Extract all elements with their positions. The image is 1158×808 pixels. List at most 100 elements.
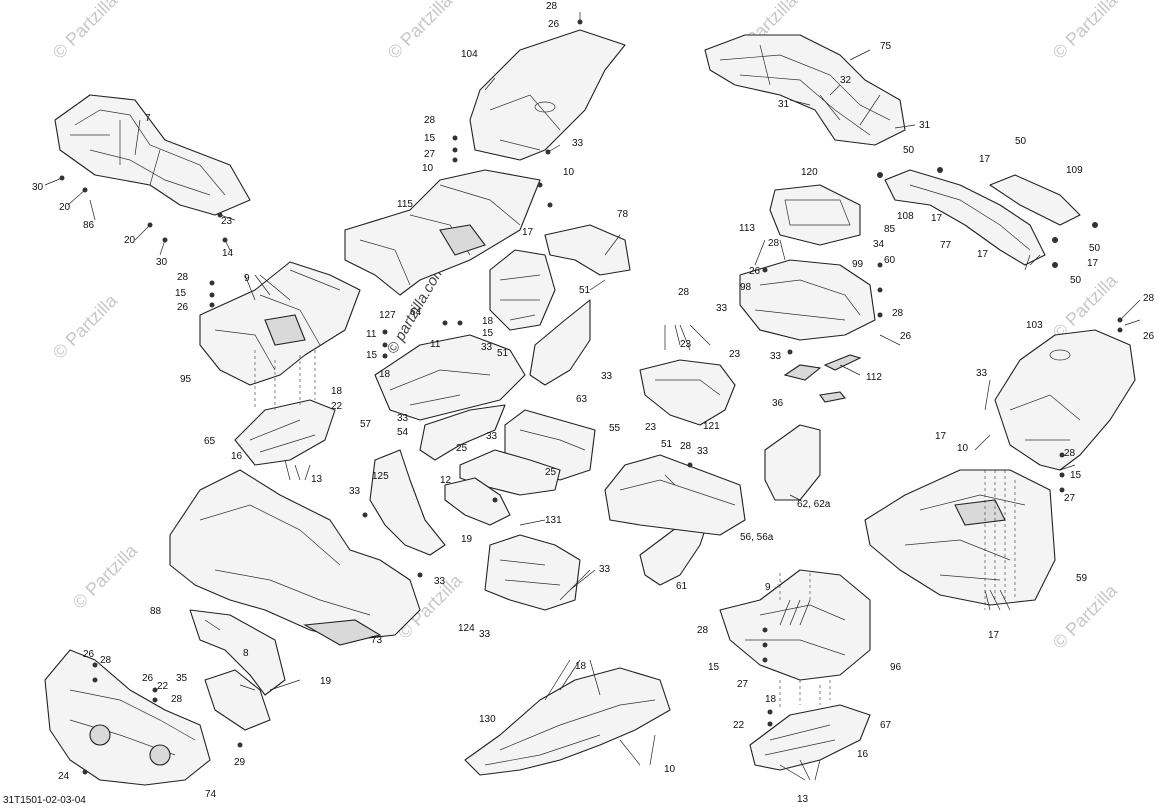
watermark: © Partzilla	[384, 0, 457, 63]
watermark: © Partzilla	[1049, 580, 1122, 653]
callout: 17	[931, 213, 943, 224]
callout: 74	[205, 789, 217, 800]
storage-lid	[769, 184, 861, 246]
leader-lines	[44, 12, 1141, 781]
callout: 120	[801, 167, 818, 178]
callout: 33	[481, 342, 493, 353]
callout: 23	[645, 422, 657, 433]
callout: 103	[1026, 320, 1043, 331]
callout: 57	[360, 419, 372, 430]
callout: 33	[599, 564, 611, 575]
callout: 33	[976, 368, 988, 379]
callout: 15	[482, 328, 494, 339]
callout: 18	[765, 694, 777, 705]
front-storage-bin	[344, 169, 541, 296]
callout: 26	[900, 331, 912, 342]
watermark: © Partzilla	[1049, 0, 1122, 63]
callout: 9	[765, 582, 771, 593]
rear-storage-box	[739, 259, 876, 341]
callout: 88	[150, 606, 162, 617]
side-panel-62	[764, 424, 821, 501]
callout: 15	[424, 133, 436, 144]
callout: 20	[124, 235, 136, 246]
callout: 130	[479, 714, 496, 725]
callout: 96	[890, 662, 902, 673]
callout: 18	[482, 316, 494, 327]
callout-labels: 28 26 104 33 75 32 31 31 7 30 20 86 20 3…	[32, 1, 1155, 805]
callout: 10	[957, 443, 969, 454]
callout: 17	[1087, 258, 1099, 269]
side-cover	[604, 454, 746, 536]
callout: 31	[778, 99, 790, 110]
callout: 54	[397, 427, 409, 438]
callout: 23	[729, 349, 741, 360]
callout: 127	[379, 310, 396, 321]
callout: 113	[739, 223, 755, 234]
callout: 26	[749, 266, 761, 277]
callout: 15	[708, 662, 720, 673]
callout: 36	[772, 398, 784, 409]
callout: 34	[873, 239, 885, 250]
callout: 28	[1064, 448, 1076, 459]
callout: 8	[243, 648, 249, 659]
footrest-plate-rear	[749, 704, 871, 771]
callout: 75	[880, 41, 892, 52]
callout: 17	[988, 630, 1000, 641]
callout: 61	[676, 581, 688, 592]
side-trim-panel	[529, 299, 591, 386]
callout: 28	[100, 655, 112, 666]
callout: 33	[486, 431, 498, 442]
right-footwell	[864, 469, 1056, 606]
callout: 23	[221, 216, 233, 227]
front-bracket-frame	[189, 609, 286, 731]
callout: 28	[678, 287, 690, 298]
watermark: © Partzilla	[49, 0, 122, 63]
callout: 28	[697, 625, 709, 636]
callout: 65	[204, 436, 216, 447]
callout: 17	[977, 249, 989, 260]
callout: 14	[222, 248, 234, 259]
callout: 112	[866, 372, 882, 383]
callout: 33	[601, 371, 613, 382]
callout: 73	[371, 635, 383, 646]
callout: 10	[422, 163, 434, 174]
callout: 27	[1064, 493, 1076, 504]
lower-mud-guard	[484, 534, 581, 611]
skid-plate	[464, 667, 671, 776]
callout: 50	[1089, 243, 1101, 254]
callout: 26	[548, 19, 560, 30]
footrest-plate-front	[234, 399, 336, 466]
callout: 19	[461, 534, 473, 545]
callout: 30	[156, 257, 168, 268]
support-bracket	[444, 477, 511, 526]
callout: 15	[1070, 470, 1082, 481]
callout: 104	[461, 49, 478, 60]
callout: 28	[680, 441, 692, 452]
callout: 18	[379, 369, 391, 380]
callout: 26	[142, 673, 154, 684]
callout: 51	[661, 439, 673, 450]
callout: 30	[32, 182, 44, 193]
left-footwell	[719, 569, 871, 681]
callout: 99	[852, 259, 864, 270]
callout: 13	[797, 794, 809, 805]
callout: 28	[171, 694, 183, 705]
callout: 22	[157, 681, 169, 692]
front-fender-assembly	[169, 469, 421, 646]
watermark: © Partzilla	[69, 540, 142, 613]
rear-bumper-brace	[989, 174, 1081, 226]
callout: 62, 62a	[797, 499, 831, 510]
callout: 19	[320, 676, 332, 687]
front-center-panel	[489, 249, 556, 331]
rear-fender-right	[994, 329, 1136, 471]
seal-strips	[783, 354, 862, 403]
callout: 31	[919, 120, 931, 131]
callout: 22	[331, 401, 343, 412]
rear-rack	[704, 34, 906, 146]
callout: 15	[175, 288, 187, 299]
callout: 33	[434, 576, 446, 587]
callout: 13	[311, 474, 323, 485]
callout: 77	[940, 240, 952, 251]
